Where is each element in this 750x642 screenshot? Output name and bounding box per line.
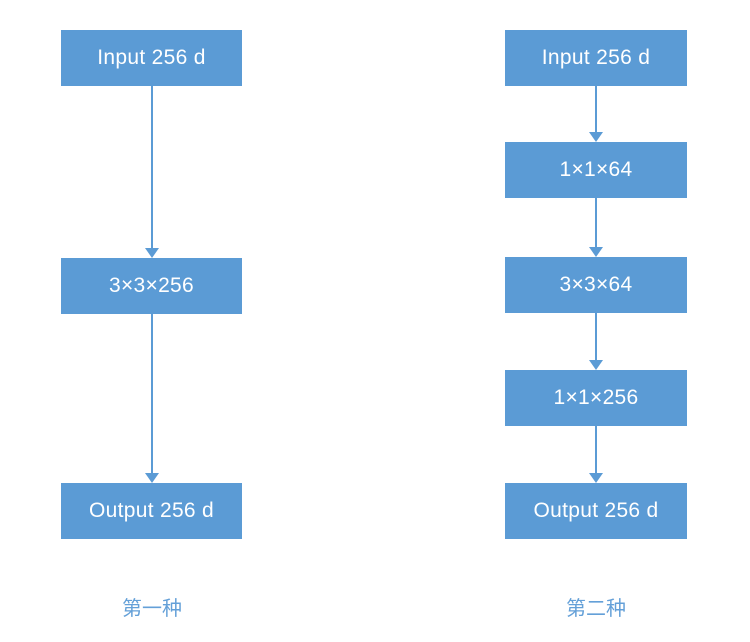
arrow-down-icon bbox=[589, 198, 603, 257]
arrow-down-icon bbox=[145, 314, 159, 483]
arrow-down-icon bbox=[589, 86, 603, 142]
box-output-right: Output 256 d bbox=[505, 483, 687, 539]
arrow-down-icon bbox=[589, 313, 603, 370]
box-output-left: Output 256 d bbox=[61, 483, 242, 539]
caption-second-type: 第二种 bbox=[566, 598, 626, 620]
arrow-down-icon bbox=[145, 86, 159, 258]
box-conv-1x1x64: 1×1×64 bbox=[505, 142, 687, 198]
box-conv-3x3x64: 3×3×64 bbox=[505, 257, 687, 313]
box-conv-3x3x256: 3×3×256 bbox=[61, 258, 242, 314]
arrow-down-icon bbox=[589, 426, 603, 483]
caption-first-type: 第一种 bbox=[122, 598, 182, 620]
box-input-right: Input 256 d bbox=[505, 30, 687, 86]
box-input-left: Input 256 d bbox=[61, 30, 242, 86]
box-conv-1x1x256: 1×1×256 bbox=[505, 370, 687, 426]
